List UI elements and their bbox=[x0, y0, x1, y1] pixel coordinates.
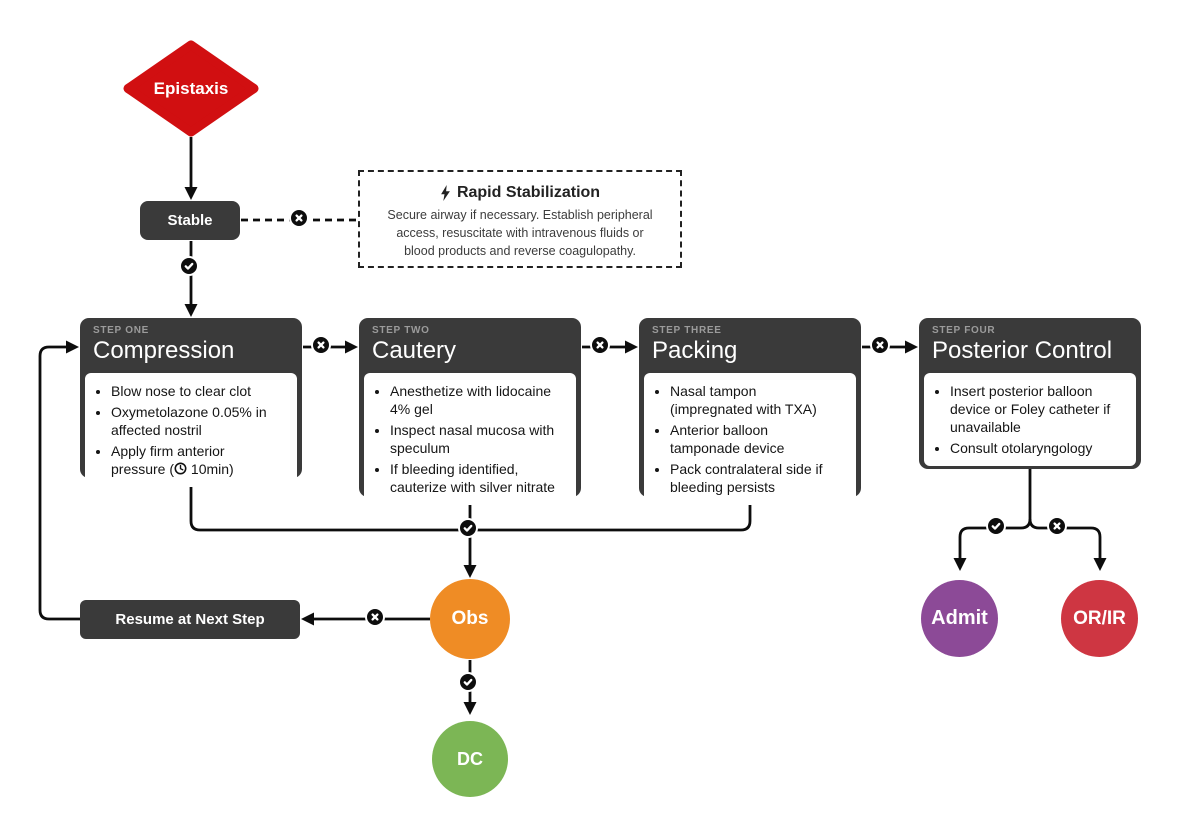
start-node-label: Epistaxis bbox=[153, 78, 229, 98]
step-kicker: STEP TWO bbox=[372, 325, 430, 336]
check-icon bbox=[179, 256, 199, 276]
step-card-compression[interactable]: STEP ONE Compression Blow nose to clear … bbox=[80, 318, 302, 487]
lightning-bolt-icon bbox=[441, 185, 450, 201]
outcome-obs-node[interactable]: Obs bbox=[430, 579, 510, 659]
step-body: Nasal tampon (impregnated with TXA) Ante… bbox=[644, 372, 856, 505]
resume-next-step-node[interactable]: Resume at Next Step bbox=[80, 600, 300, 639]
step-body: Blow nose to clear clot Oxymetolazone 0.… bbox=[85, 372, 297, 487]
bullet-item: Blow nose to clear clot bbox=[111, 382, 291, 400]
bullet-item: Nasal tampon (impregnated with TXA) bbox=[670, 382, 850, 418]
x-icon bbox=[365, 607, 385, 627]
x-icon bbox=[1047, 516, 1067, 536]
stable-node-label: Stable bbox=[167, 212, 213, 229]
step-header: STEP TWO Cautery bbox=[359, 318, 581, 373]
x-icon bbox=[311, 335, 331, 355]
step-header: STEP THREE Packing bbox=[639, 318, 861, 373]
outcome-admit-node[interactable]: Admit bbox=[921, 580, 998, 657]
resume-next-step-label: Resume at Next Step bbox=[115, 611, 265, 628]
bullet-item: Pack contralateral side if bleeding pers… bbox=[670, 460, 850, 496]
x-icon bbox=[590, 335, 610, 355]
check-icon bbox=[458, 518, 478, 538]
step-body: Anesthetize with lidocaine 4% gel Inspec… bbox=[364, 372, 576, 505]
step-title: Cautery bbox=[372, 337, 457, 364]
step-kicker: STEP ONE bbox=[93, 325, 149, 336]
bullet-item: Anterior balloon tamponade device bbox=[670, 421, 850, 457]
step-kicker: STEP FOUR bbox=[932, 325, 996, 336]
step-card-packing[interactable]: STEP THREE Packing Nasal tampon (impregn… bbox=[639, 318, 861, 505]
rapid-stabilization-title: Rapid Stabilization bbox=[456, 184, 601, 201]
start-node-epistaxis[interactable]: Epistaxis bbox=[123, 40, 259, 137]
diamond-shape bbox=[123, 40, 259, 137]
step-title: Posterior Control bbox=[932, 337, 1113, 364]
stable-node[interactable]: Stable bbox=[140, 201, 240, 240]
step-title: Compression bbox=[93, 337, 235, 364]
clock-icon bbox=[174, 462, 187, 475]
step-card-cautery[interactable]: STEP TWO Cautery Anesthetize with lidoca… bbox=[359, 318, 581, 505]
outcome-or-ir-label: OR/IR bbox=[1073, 607, 1126, 629]
step-card-posterior-control[interactable]: STEP FOUR Posterior Control Insert poste… bbox=[919, 318, 1141, 469]
step-header: STEP FOUR Posterior Control bbox=[919, 318, 1141, 373]
outcome-admit-label: Admit bbox=[931, 607, 988, 629]
bullet-item: Anesthetize with lidocaine 4% gel bbox=[390, 382, 570, 418]
outcome-dc-label: DC bbox=[457, 748, 483, 769]
check-icon bbox=[458, 672, 478, 692]
outcome-or-ir-node[interactable]: OR/IR bbox=[1061, 580, 1138, 657]
bullet-item: Inspect nasal mucosa with speculum bbox=[390, 421, 570, 457]
step-kicker: STEP THREE bbox=[652, 325, 722, 336]
bullet-item: If bleeding identified, cauterize with s… bbox=[390, 460, 570, 496]
x-icon bbox=[870, 335, 890, 355]
rapid-stabilization-body: Secure airway if necessary. Establish pe… bbox=[387, 208, 653, 258]
rapid-stabilization-note[interactable]: Rapid Stabilization Secure airway if nec… bbox=[358, 170, 682, 268]
check-icon bbox=[986, 516, 1006, 536]
step-title: Packing bbox=[652, 337, 738, 364]
bullet-item: Insert posterior balloon device or Foley… bbox=[950, 382, 1130, 436]
x-icon bbox=[289, 208, 309, 228]
arrowheads bbox=[66, 187, 1107, 715]
step-body: Insert posterior balloon device or Foley… bbox=[924, 372, 1136, 466]
bullet-item: Apply firm anterior pressure ( 10min) bbox=[111, 442, 291, 478]
outcome-obs-label: Obs bbox=[451, 608, 489, 629]
outcome-dc-node[interactable]: DC bbox=[432, 721, 508, 797]
bullet-item: Consult otolaryngology bbox=[950, 439, 1130, 457]
step-header: STEP ONE Compression bbox=[80, 318, 302, 373]
bullet-item: Oxymetolazone 0.05% in affected nostril bbox=[111, 403, 291, 439]
